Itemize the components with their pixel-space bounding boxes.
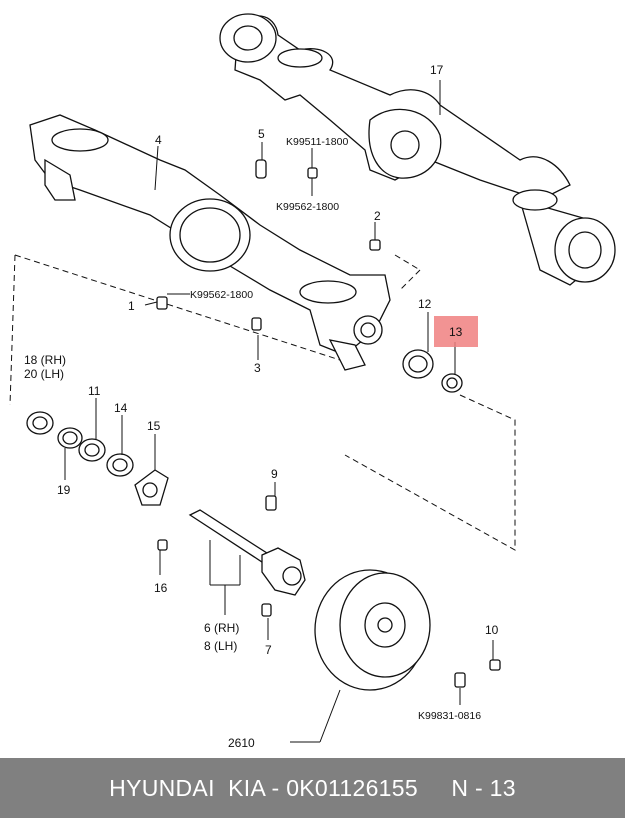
callout-3: 3 [254,361,261,375]
oil-seals-12-13 [402,349,463,393]
callout-20-lh: 20 (LH) [24,367,64,381]
dashed-assembly-outline [9,254,516,551]
callout-16: 16 [154,581,168,595]
callout-5: 5 [258,127,265,141]
axle-housing-4 [29,114,391,371]
callout-9: 9 [271,467,278,481]
footer-bar: HYUNDAI KIA - 0K01126155 N - 13 [0,758,625,818]
rear-axle-housing-assembly-top [219,13,616,286]
callout-7: 7 [265,643,272,657]
callout-2: 2 [374,209,381,223]
exploded-parts-diagram: 1 2 3 4 5 6 (RH) 7 8 (LH) 9 10 11 12 13 … [9,13,616,750]
callout-2610: 2610 [228,736,255,750]
part-code-k99562-1800-b: K99562-1800 [190,289,253,301]
callout-18-rh: 18 (RH) [24,353,66,367]
part-code-k99562-1800-a: K99562-1800 [276,201,339,213]
callout-17: 17 [430,63,444,77]
part-code-k99831-0816: K99831-0816 [418,710,481,722]
callout-10: 10 [485,623,499,637]
callout-1: 1 [128,299,135,313]
callout-12: 12 [418,297,432,311]
callout-8-lh: 8 (LH) [204,639,237,653]
brake-drum-2610 [314,569,431,691]
callout-14: 14 [114,401,128,415]
callout-13: 13 [449,325,463,339]
callout-11: 11 [88,384,101,398]
fasteners [156,159,501,688]
leader-lines [64,80,494,743]
part-code-k99511-1800: K99511-1800 [286,136,348,148]
highlight-box-13 [434,316,478,347]
callout-4: 4 [155,133,162,147]
bearing-parts-left [26,411,169,506]
callout-6-rh: 6 (RH) [204,621,239,635]
axle-shaft [188,509,306,596]
callout-15: 15 [147,419,161,433]
footer-text: HYUNDAI KIA - 0K01126155 N - 13 [109,774,516,801]
callout-19: 19 [57,483,71,497]
